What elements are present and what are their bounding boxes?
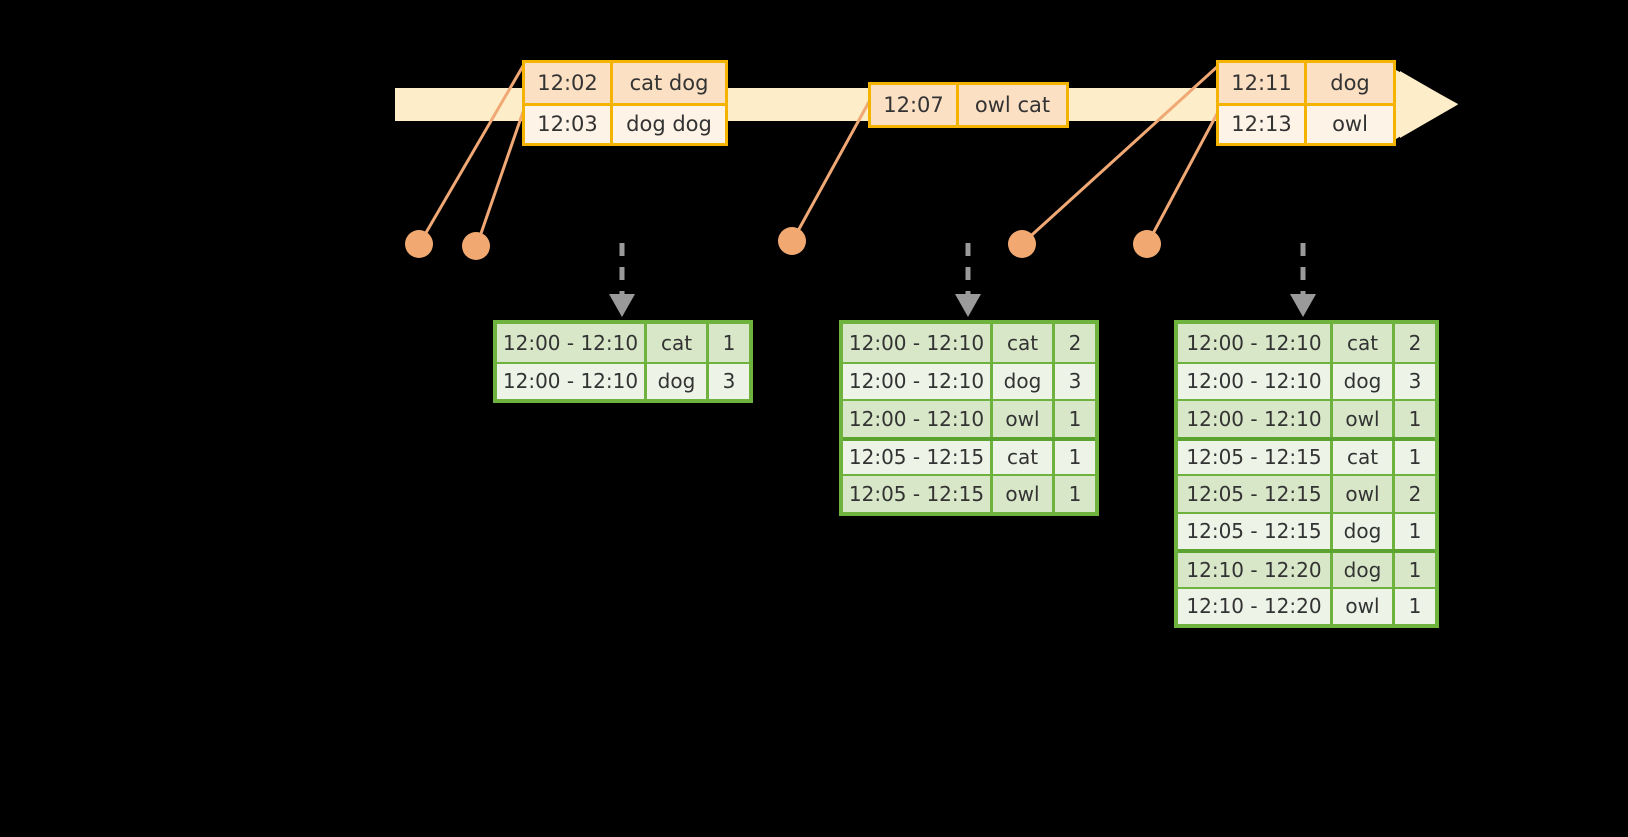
cell-window: 12:00 - 12:10 — [1178, 363, 1333, 399]
emit-arrows — [619, 243, 1306, 296]
cell-word: dog — [993, 363, 1055, 399]
cell-count: 2 — [1055, 324, 1095, 362]
cell-count: 1 — [709, 324, 749, 362]
cell-window: 12:00 - 12:10 — [497, 324, 647, 362]
event-time: 12:11 — [1219, 63, 1307, 103]
event-row[interactable]: 12:13 owl — [1219, 103, 1393, 143]
event-words: owl — [1307, 106, 1393, 143]
event-group-3[interactable]: 12:11 dog 12:13 owl — [1216, 60, 1396, 146]
cell-count: 1 — [1395, 440, 1435, 474]
cell-word: cat — [1333, 440, 1395, 474]
cell-word: owl — [993, 401, 1055, 437]
cell-window: 12:05 - 12:15 — [1178, 513, 1333, 549]
cell-window: 12:10 - 12:20 — [1178, 588, 1333, 624]
event-row[interactable]: 12:11 dog — [1219, 63, 1393, 103]
cell-word: dog — [1333, 513, 1395, 549]
event-words: dog dog — [613, 106, 725, 143]
cell-word: cat — [1333, 324, 1395, 362]
cell-word: owl — [1333, 401, 1395, 437]
stream-dot-5 — [1133, 230, 1161, 258]
cell-window: 12:00 - 12:10 — [843, 324, 993, 362]
stream-dot-1 — [405, 230, 433, 258]
event-time: 12:07 — [871, 85, 959, 125]
cell-window: 12:00 - 12:10 — [843, 401, 993, 437]
cell-window: 12:05 - 12:15 — [1178, 440, 1333, 474]
cell-window: 12:00 - 12:10 — [497, 363, 647, 399]
cell-count: 1 — [1395, 588, 1435, 624]
event-row[interactable]: 12:03 dog dog — [525, 103, 725, 143]
cell-count: 1 — [1055, 476, 1095, 512]
event-row[interactable]: 12:02 cat dog — [525, 63, 725, 103]
cell-count: 1 — [1395, 401, 1435, 437]
stream-dot-2 — [462, 232, 490, 260]
cell-window: 12:10 - 12:20 — [1178, 553, 1333, 587]
cell-word: dog — [1333, 553, 1395, 587]
cell-count: 1 — [1395, 513, 1435, 549]
stream-dots — [405, 227, 1161, 260]
cell-count: 2 — [1395, 476, 1435, 512]
cell-window: 12:00 - 12:10 — [1178, 324, 1333, 362]
cell-word: cat — [993, 440, 1055, 474]
cell-word: cat — [993, 324, 1055, 362]
emit-arrow-heads — [609, 294, 1316, 317]
cell-word: owl — [1333, 588, 1395, 624]
cell-window: 12:05 - 12:15 — [1178, 476, 1333, 512]
event-group-1[interactable]: 12:02 cat dog 12:03 dog dog — [522, 60, 728, 146]
event-words: owl cat — [959, 85, 1066, 125]
cell-word: dog — [1333, 363, 1395, 399]
cell-count: 3 — [709, 363, 749, 399]
event-words: cat dog — [613, 63, 725, 103]
event-words: dog — [1307, 63, 1393, 103]
event-row[interactable]: 12:07 owl cat — [871, 85, 1066, 125]
cell-count: 1 — [1395, 553, 1435, 587]
event-time: 12:03 — [525, 106, 613, 143]
cell-window: 12:05 - 12:15 — [843, 476, 993, 512]
cell-word: owl — [1333, 476, 1395, 512]
cell-window: 12:00 - 12:10 — [1178, 401, 1333, 437]
cell-count: 2 — [1395, 324, 1435, 362]
event-time: 12:13 — [1219, 106, 1307, 143]
cell-count: 3 — [1395, 363, 1435, 399]
cell-count: 1 — [1055, 401, 1095, 437]
event-time: 12:02 — [525, 63, 613, 103]
cell-window: 12:00 - 12:10 — [843, 363, 993, 399]
event-group-2[interactable]: 12:07 owl cat — [868, 82, 1069, 128]
cell-word: owl — [993, 476, 1055, 512]
cell-word: dog — [647, 363, 709, 399]
cell-count: 3 — [1055, 363, 1095, 399]
stream-dot-4 — [1008, 230, 1036, 258]
cell-count: 1 — [1055, 440, 1095, 474]
cell-window: 12:05 - 12:15 — [843, 440, 993, 474]
stream-dot-3 — [778, 227, 806, 255]
cell-word: cat — [647, 324, 709, 362]
